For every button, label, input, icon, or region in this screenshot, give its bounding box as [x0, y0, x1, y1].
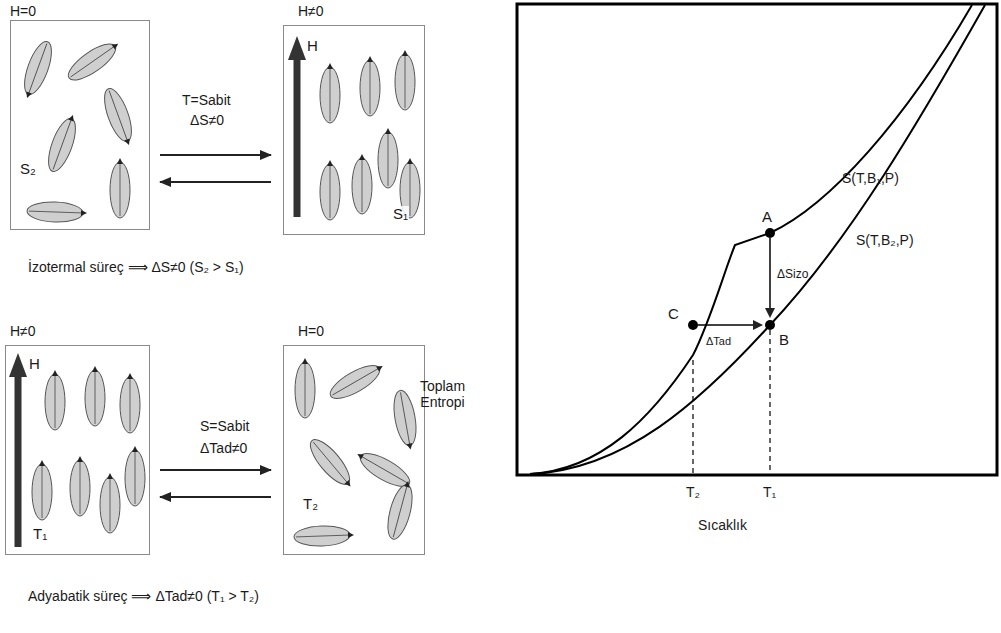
box-label: H	[306, 38, 319, 55]
dipole	[326, 357, 388, 404]
box-label: S₂	[19, 161, 37, 178]
delta-t-arrow	[698, 324, 761, 326]
dipole	[390, 389, 420, 452]
text-label: ΔS≠0	[190, 112, 224, 128]
entropy-curve-b2	[530, 5, 985, 474]
process-arrow	[160, 181, 271, 183]
text-label: T₂	[686, 484, 700, 500]
spacer	[698, 355, 758, 356]
dipole	[85, 366, 105, 426]
text-label: Toplam Entropi	[405, 378, 480, 410]
dipole	[27, 201, 88, 223]
text-label: S(T,B₂,P)	[856, 232, 914, 248]
dipole	[360, 56, 380, 116]
dashed-guide	[769, 330, 770, 474]
text-label: H=0	[10, 3, 36, 19]
dipole	[352, 154, 372, 214]
dipole	[395, 50, 415, 110]
dipole	[383, 479, 418, 542]
entropy-curve-b1	[530, 5, 972, 474]
dipole-group	[18, 35, 421, 547]
state-box: T₂	[283, 345, 425, 555]
process-arrow	[160, 496, 271, 498]
field-arrow	[15, 375, 22, 547]
spacer	[0, 0, 698, 355]
text-label: A	[762, 208, 772, 225]
text-label: S=Sabit	[200, 418, 249, 434]
dipole	[70, 456, 90, 516]
dipole	[18, 38, 57, 101]
dipole	[43, 112, 82, 175]
dipole	[378, 128, 398, 188]
point-c	[688, 320, 698, 330]
box-label: T₁	[32, 526, 48, 543]
state-box: S₂	[10, 20, 150, 230]
dipole	[100, 473, 120, 533]
state-box: H S₁	[283, 25, 425, 235]
text-label: Sıcaklık	[698, 517, 747, 533]
text-label: İzotermal süreç ⟹ ΔS≠0 (S₂ > S₁)	[28, 259, 244, 275]
box-label: H	[28, 356, 41, 373]
text-label: C	[668, 305, 679, 322]
state-box: H T₁	[5, 345, 150, 555]
spacer	[698, 325, 761, 355]
process-arrow	[160, 154, 271, 156]
field-arrowhead	[9, 353, 27, 377]
text-label: Adyabatik süreç ⟹ ΔTad≠0 (T₁ > T₂)	[28, 588, 259, 604]
dipole	[304, 434, 358, 493]
chart-frame	[517, 4, 997, 475]
dipole	[295, 358, 315, 418]
spacer	[698, 355, 755, 356]
text-label: H=0	[298, 323, 324, 339]
point-a	[765, 228, 775, 238]
dipole	[320, 160, 340, 220]
text-label: T=Sabit	[182, 92, 231, 108]
dipole	[294, 525, 355, 547]
box-label: S₁	[392, 206, 409, 223]
text-label: B	[779, 331, 789, 348]
box-label: T₂	[302, 496, 319, 513]
text-label: H≠0	[10, 323, 36, 339]
text-label: T₁	[763, 484, 776, 500]
point-b	[765, 320, 775, 330]
delta-s-arrow	[769, 238, 771, 316]
dashed-guide	[692, 360, 693, 474]
field-arrow	[294, 58, 301, 217]
text-label: ΔTad	[706, 335, 731, 348]
dipole	[120, 373, 140, 433]
text-label: H≠0	[298, 3, 324, 19]
text-label: ΔSizo	[777, 268, 808, 282]
text-label: S(T,B₁,P)	[842, 170, 899, 186]
dipole	[352, 445, 414, 492]
dipole	[99, 85, 138, 148]
field-arrowhead	[288, 36, 306, 60]
text-label: ΔTad≠0	[200, 440, 247, 456]
dipole	[110, 158, 130, 218]
dipole	[32, 460, 52, 520]
dipole	[63, 35, 124, 86]
process-arrow	[160, 469, 271, 471]
dipole	[320, 63, 340, 123]
dipole	[45, 370, 65, 430]
dipole	[125, 446, 145, 506]
spacer	[698, 355, 745, 356]
spacer	[698, 325, 761, 355]
